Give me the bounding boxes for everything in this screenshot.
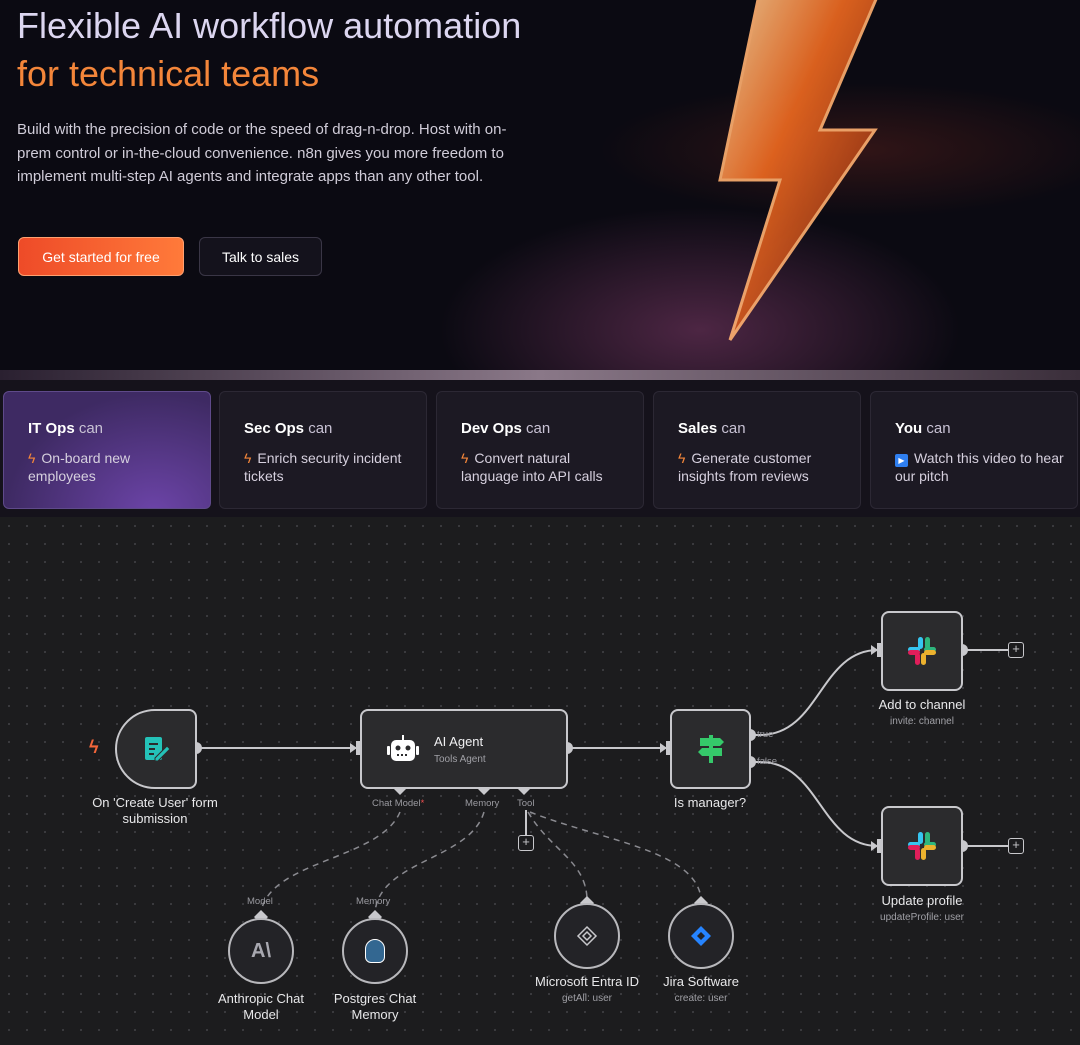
bolt-icon: ϟ	[678, 450, 686, 466]
if-input-handle	[666, 741, 671, 755]
card-team: Sales	[678, 420, 718, 437]
card-text: Enrich security incident tickets	[244, 450, 402, 484]
card-text: On-board new employees	[28, 450, 131, 484]
trigger-label: On 'Create User' form submission	[92, 795, 218, 826]
card-can: can	[308, 420, 333, 437]
bolt-icon: ϟ	[28, 450, 36, 466]
robot-icon	[387, 735, 419, 761]
slack1-sub: invite: channel	[890, 716, 954, 727]
entra-icon	[576, 925, 598, 947]
jira-label: Jira Software	[663, 974, 739, 989]
entra-node[interactable]	[554, 903, 620, 969]
add-node-button[interactable]: +	[1008, 838, 1024, 854]
card-text: Watch this video to hear our pitch	[895, 450, 1064, 484]
model-port-label: Model	[247, 896, 273, 907]
get-started-button[interactable]: Get started for free	[18, 237, 184, 276]
card-team: You	[895, 420, 923, 437]
anthropic-node[interactable]: A\	[228, 918, 294, 984]
card-you[interactable]: You can ▶Watch this video to hear our pi…	[870, 391, 1078, 509]
card-team: Dev Ops	[461, 420, 522, 437]
entra-sub: getAll: user	[561, 993, 613, 1004]
postgres-label: Postgres Chat Memory	[333, 991, 417, 1022]
agent-input-handle	[356, 741, 361, 755]
true-label: true	[757, 729, 774, 740]
add-tool-button[interactable]: +	[518, 835, 534, 851]
anthropic-icon: A\	[251, 939, 271, 962]
jira-sub: create: user	[674, 993, 728, 1004]
slack1-label: Add to channel	[878, 697, 966, 712]
talk-to-sales-button[interactable]: Talk to sales	[199, 237, 322, 276]
form-icon	[145, 737, 171, 762]
trigger-node[interactable]	[115, 709, 197, 789]
update-profile-node[interactable]	[881, 806, 963, 886]
if-label: Is manager?	[673, 795, 747, 810]
edge-entra	[527, 811, 588, 899]
postgres-node[interactable]	[342, 918, 408, 984]
agent-title: AI Agent	[434, 733, 484, 749]
jira-icon	[691, 926, 711, 946]
hero-section: Flexible AI workflow automation for tech…	[0, 0, 1080, 372]
edge-jira	[529, 811, 702, 899]
hero-title-line1: Flexible AI workflow automation	[17, 5, 522, 46]
edge-memory	[374, 811, 485, 913]
is-manager-node[interactable]	[670, 709, 751, 789]
signpost-icon	[697, 735, 724, 763]
divider	[0, 370, 1080, 380]
card-team: IT Ops	[28, 420, 75, 437]
edge-model	[260, 811, 401, 913]
memory-port-label: Memory	[465, 798, 500, 809]
add-node-button[interactable]: +	[1008, 642, 1024, 658]
anthropic-label: Anthropic Chat Model	[218, 991, 304, 1022]
slack-icon	[908, 637, 936, 665]
entra-label: Microsoft Entra ID	[534, 974, 640, 989]
play-icon: ▶	[895, 454, 908, 467]
edge-true	[750, 649, 879, 736]
tool-port-label: Tool	[517, 798, 535, 809]
card-text: Generate customer insights from reviews	[678, 450, 812, 484]
false-label: false	[757, 756, 778, 767]
hero-description: Build with the precision of code or the …	[17, 121, 507, 185]
card-can: can	[78, 420, 104, 437]
chat-model-port-label: Chat Model*	[372, 798, 425, 809]
agent-subtitle: Tools Agent	[434, 753, 486, 765]
ai-agent-node[interactable]: AI Agent Tools Agent	[360, 709, 568, 789]
slack2-label: Update profile	[881, 893, 963, 908]
bolt-icon: ϟ	[244, 450, 252, 466]
hero-title-line2: for technical teams	[17, 53, 320, 94]
slack2-sub: updateProfile: user	[880, 912, 964, 923]
jira-node[interactable]	[668, 903, 734, 969]
edge-false	[750, 761, 879, 847]
lightning-bolt-illustration	[718, 0, 878, 341]
card-can: can	[926, 420, 951, 437]
trigger-bolt-icon: ϟ	[89, 737, 99, 757]
card-text: Convert natural language into API calls	[461, 450, 603, 484]
card-can: can	[526, 420, 551, 437]
card-team: Sec Ops	[244, 420, 305, 437]
postgres-elephant-icon	[365, 939, 385, 963]
card-can: can	[721, 420, 746, 437]
bolt-icon: ϟ	[461, 450, 469, 466]
slack-icon	[908, 832, 936, 860]
memory-sub-port-label: Memory	[356, 896, 391, 907]
add-to-channel-node[interactable]	[881, 611, 963, 691]
